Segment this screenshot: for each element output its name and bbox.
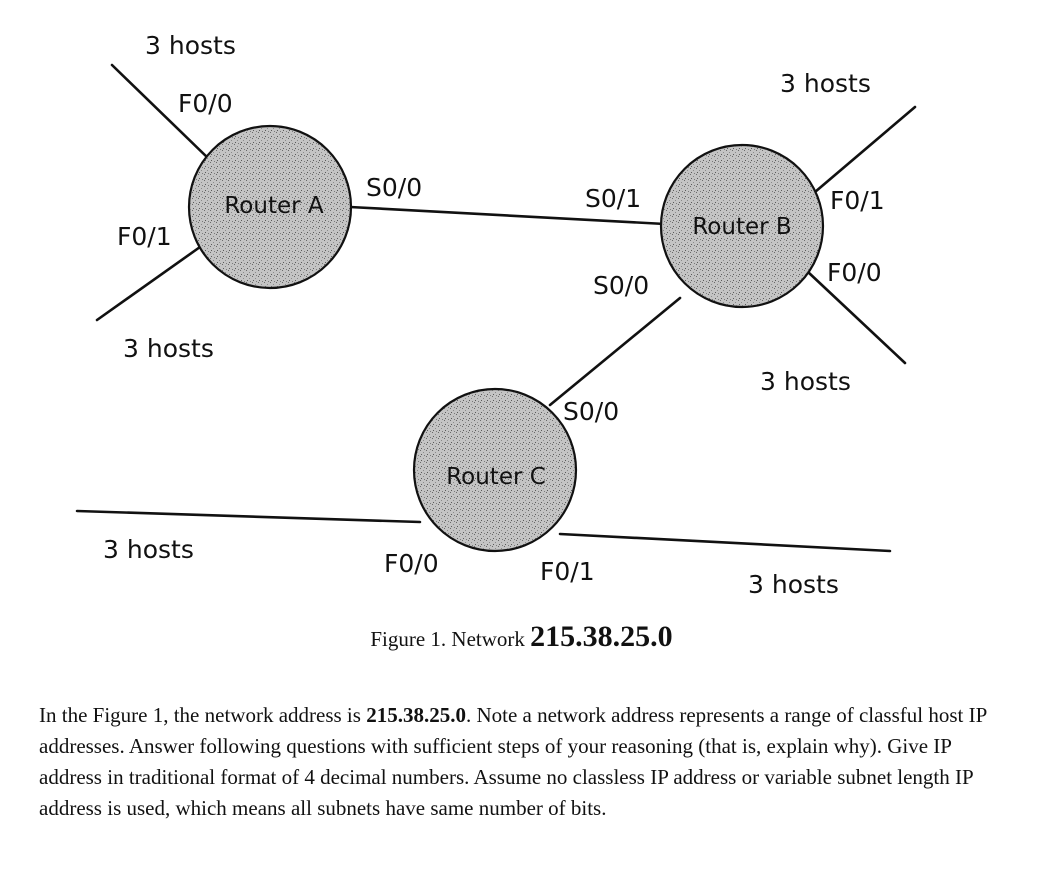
figure-caption-text: Figure 1. Network — [370, 627, 531, 651]
iface-c-s00: S0/0 — [563, 397, 619, 426]
link-a-f00-hosts — [110, 63, 212, 162]
iface-c-f00: F0/0 — [384, 549, 439, 578]
network-diagram: Router A Router B Router C 3 hosts 3 hos… — [75, 31, 917, 599]
router-a: Router A — [187, 124, 353, 290]
link-c-f01-lan — [558, 532, 892, 553]
iface-b-s00: S0/0 — [593, 271, 649, 300]
router-c-label: Router C — [446, 464, 546, 490]
iface-a-f01: F0/1 — [117, 222, 172, 251]
iface-a-s00: S0/0 — [366, 173, 422, 202]
link-b-f01-hosts — [813, 105, 917, 194]
hosts-label-a-f00: 3 hosts — [145, 31, 236, 60]
router-c: Router C — [412, 387, 578, 553]
figure-caption: Figure 1. Network 215.38.25.0 — [0, 620, 1043, 654]
router-b-label: Router B — [692, 214, 791, 240]
link-a-f01-hosts — [95, 245, 202, 322]
router-b: Router B — [659, 143, 825, 309]
figure-caption-address: 215.38.25.0 — [530, 620, 673, 653]
router-a-label: Router A — [224, 193, 324, 219]
hosts-label-b-f01: 3 hosts — [780, 69, 871, 98]
link-c-f00-lan — [75, 509, 422, 524]
question-part1: In the Figure 1, the network address is — [39, 703, 367, 727]
iface-a-f00: F0/0 — [178, 89, 233, 118]
question-network-address: 215.38.25.0 — [366, 703, 466, 727]
hosts-label-c-f01: 3 hosts — [748, 570, 839, 599]
hosts-label-c-f00: 3 hosts — [103, 535, 194, 564]
iface-b-f00: F0/0 — [827, 258, 882, 287]
iface-c-f01: F0/1 — [540, 557, 595, 586]
question-text: In the Figure 1, the network address is … — [39, 700, 999, 824]
question-paragraph: In the Figure 1, the network address is … — [39, 700, 999, 824]
iface-b-f01: F0/1 — [830, 186, 885, 215]
link-a-b-serial — [348, 205, 667, 226]
link-b-f00-hosts — [806, 270, 907, 365]
hosts-label-b-f00: 3 hosts — [760, 367, 851, 396]
iface-b-s01: S0/1 — [585, 184, 641, 213]
question-part2: . Note a network address represents a ra… — [39, 703, 987, 820]
link-b-c-serial — [548, 296, 682, 407]
hosts-label-a-f01: 3 hosts — [123, 334, 214, 363]
